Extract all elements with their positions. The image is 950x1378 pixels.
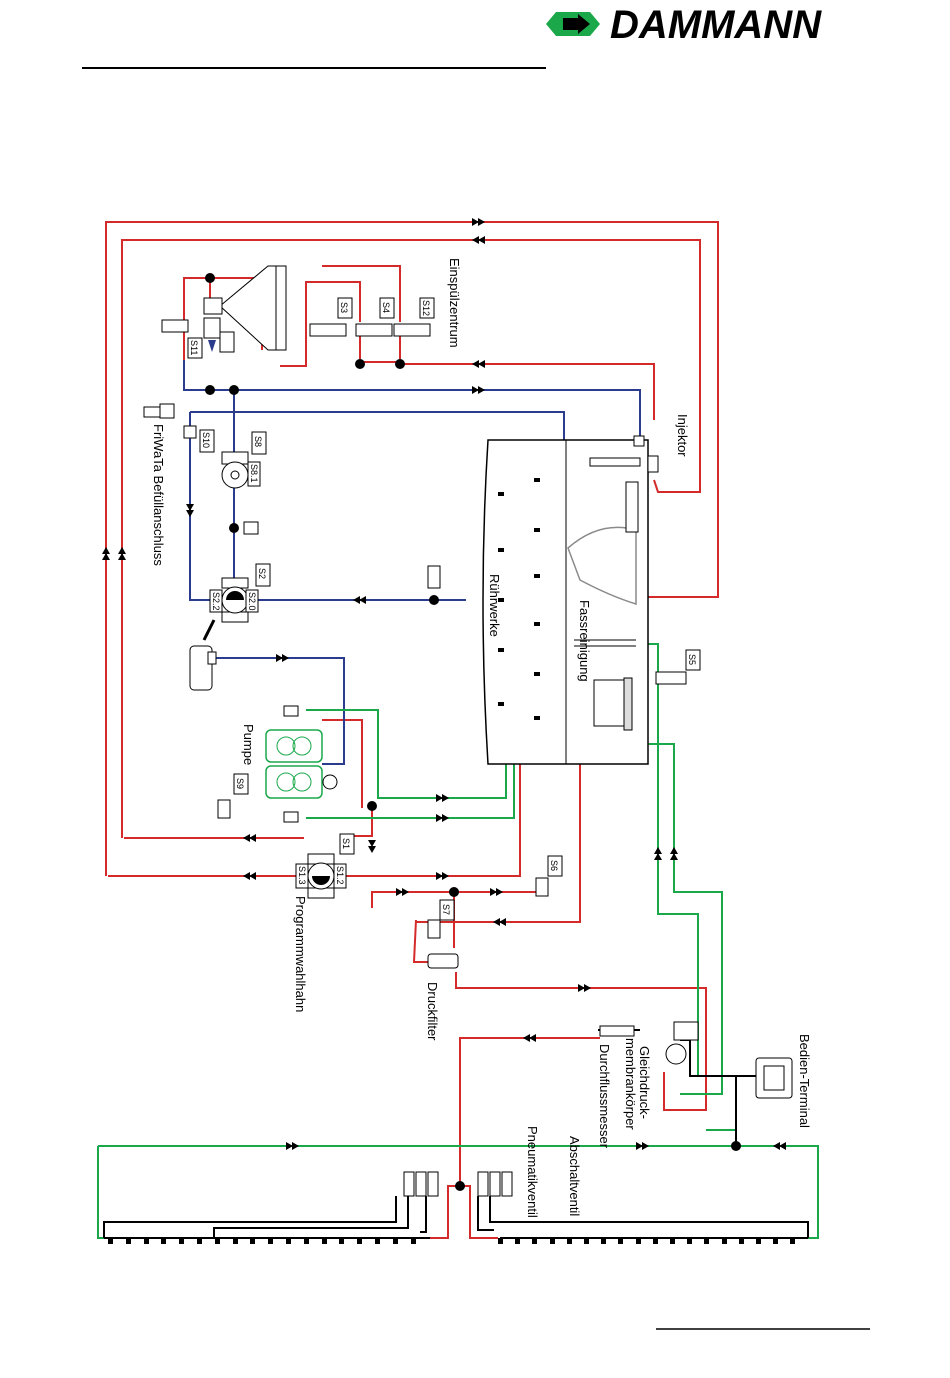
nozzle-icon bbox=[375, 1238, 380, 1244]
section-valves-left bbox=[404, 1172, 438, 1196]
nozzle-icon bbox=[411, 1238, 416, 1244]
valve-s5: S5 bbox=[656, 650, 700, 684]
label-druckfilter: Druckfilter bbox=[425, 982, 440, 1041]
label-durchflussmesser: Durchflussmesser bbox=[597, 1044, 612, 1149]
label-gleichdruck: Gleichdruck- bbox=[637, 1046, 652, 1119]
svg-text:S1: S1 bbox=[341, 838, 351, 849]
pressure-filter bbox=[428, 954, 458, 968]
label-friwata: FriWaTa Befüllanschluss bbox=[151, 424, 166, 566]
nozzle-icon bbox=[144, 1238, 149, 1244]
label-membrankoerper: membrankörper bbox=[623, 1038, 638, 1130]
svg-text:S12: S12 bbox=[421, 300, 431, 316]
nozzle-icon bbox=[756, 1238, 761, 1244]
valve-s4: S4 bbox=[356, 298, 394, 336]
valve-s11: S11 bbox=[188, 338, 202, 358]
valve-s2: S2 S2.0 S2.2 bbox=[210, 564, 270, 622]
svg-text:S2.0: S2.0 bbox=[247, 592, 257, 611]
nozzle-icon bbox=[498, 1238, 503, 1244]
tank-outlet-valve bbox=[428, 566, 440, 588]
nozzle-icon bbox=[339, 1238, 344, 1244]
nozzle-icon bbox=[550, 1238, 555, 1244]
label-fassreinigung: Fassreinigung bbox=[577, 600, 592, 682]
dammann-logo: DAMMANN bbox=[546, 3, 822, 47]
nozzle-icon bbox=[197, 1238, 202, 1244]
nozzle-icon bbox=[304, 1238, 309, 1244]
brand-name: DAMMANN bbox=[610, 3, 822, 47]
svg-text:S8.1: S8.1 bbox=[249, 464, 259, 483]
return-lines bbox=[98, 644, 818, 1238]
nozzle-icon bbox=[584, 1238, 589, 1244]
nozzle-icon bbox=[233, 1238, 238, 1244]
svg-text:S1.3: S1.3 bbox=[297, 866, 307, 885]
nozzle-icon bbox=[687, 1238, 692, 1244]
coupling bbox=[244, 522, 258, 534]
svg-text:S1.2: S1.2 bbox=[335, 866, 345, 885]
valve-s7: S7 bbox=[428, 900, 454, 938]
nozzle-icon bbox=[532, 1238, 537, 1244]
svg-text:S8: S8 bbox=[253, 436, 263, 447]
svg-text:S11: S11 bbox=[189, 340, 199, 355]
svg-text:S2.2: S2.2 bbox=[211, 592, 221, 611]
label-bedien-terminal: Bedien-Terminal bbox=[797, 1034, 812, 1128]
valve-s10: S10 bbox=[200, 430, 214, 452]
nozzle-icon bbox=[322, 1238, 327, 1244]
label-pumpe: Pumpe bbox=[241, 724, 256, 765]
label-pneumatikventil: Pneumatikventil bbox=[525, 1126, 540, 1218]
label-programmwahlhahn: Programmwahlhahn bbox=[293, 896, 308, 1012]
nozzle-icon bbox=[670, 1238, 675, 1244]
nozzle-icon bbox=[108, 1238, 113, 1244]
valve-s9: S9 bbox=[218, 774, 248, 818]
svg-text:S2: S2 bbox=[257, 568, 267, 579]
svg-text:S7: S7 bbox=[441, 904, 451, 915]
svg-text:S3: S3 bbox=[339, 302, 349, 313]
svg-text:S10: S10 bbox=[201, 432, 211, 448]
nozzle-icon bbox=[790, 1238, 795, 1244]
nozzle-icon bbox=[515, 1238, 520, 1244]
operator-terminal bbox=[756, 1058, 792, 1098]
nozzle-icon bbox=[773, 1238, 778, 1244]
svg-text:S6: S6 bbox=[549, 860, 559, 871]
nozzle-icon bbox=[618, 1238, 623, 1244]
valve-s3: S3 bbox=[310, 298, 352, 336]
nozzle-icon bbox=[704, 1238, 709, 1244]
label-abschaltventil: Abschaltventil bbox=[567, 1136, 582, 1216]
valve-s8: S8 S8.1 bbox=[222, 432, 266, 488]
nozzle-icon bbox=[161, 1238, 166, 1244]
nozzle-icon bbox=[653, 1238, 658, 1244]
nozzle-icon bbox=[739, 1238, 744, 1244]
valve-s6: S6 bbox=[536, 856, 562, 896]
nozzle-icon bbox=[567, 1238, 572, 1244]
nozzle-icon bbox=[636, 1238, 641, 1244]
label-injektor: Injektor bbox=[675, 414, 690, 457]
nozzle-icon bbox=[215, 1238, 220, 1244]
logo-mark-icon bbox=[546, 12, 600, 36]
valve-s1: S1 S1.2 S1.3 bbox=[296, 834, 354, 898]
section-valves-right bbox=[478, 1172, 512, 1196]
label-einspuelzentrum: Einspülzentrum bbox=[447, 258, 462, 348]
nozzle-icon bbox=[250, 1238, 255, 1244]
nozzle-icon bbox=[601, 1238, 606, 1244]
tank bbox=[483, 440, 648, 764]
nozzle-icon bbox=[393, 1238, 398, 1244]
label-ruehrwerke: Rührwerke bbox=[487, 574, 502, 637]
nozzle-icon bbox=[722, 1238, 727, 1244]
nozzle-icon bbox=[126, 1238, 131, 1244]
svg-text:S5: S5 bbox=[687, 654, 697, 665]
nozzle-icon bbox=[179, 1238, 184, 1244]
control-lines bbox=[104, 1030, 808, 1238]
svg-text:S4: S4 bbox=[381, 302, 391, 313]
nozzle-icon bbox=[357, 1238, 362, 1244]
suction-filter bbox=[190, 620, 216, 690]
nozzle-icon bbox=[286, 1238, 291, 1244]
nozzle-icon bbox=[268, 1238, 273, 1244]
svg-text:S9: S9 bbox=[235, 778, 245, 789]
